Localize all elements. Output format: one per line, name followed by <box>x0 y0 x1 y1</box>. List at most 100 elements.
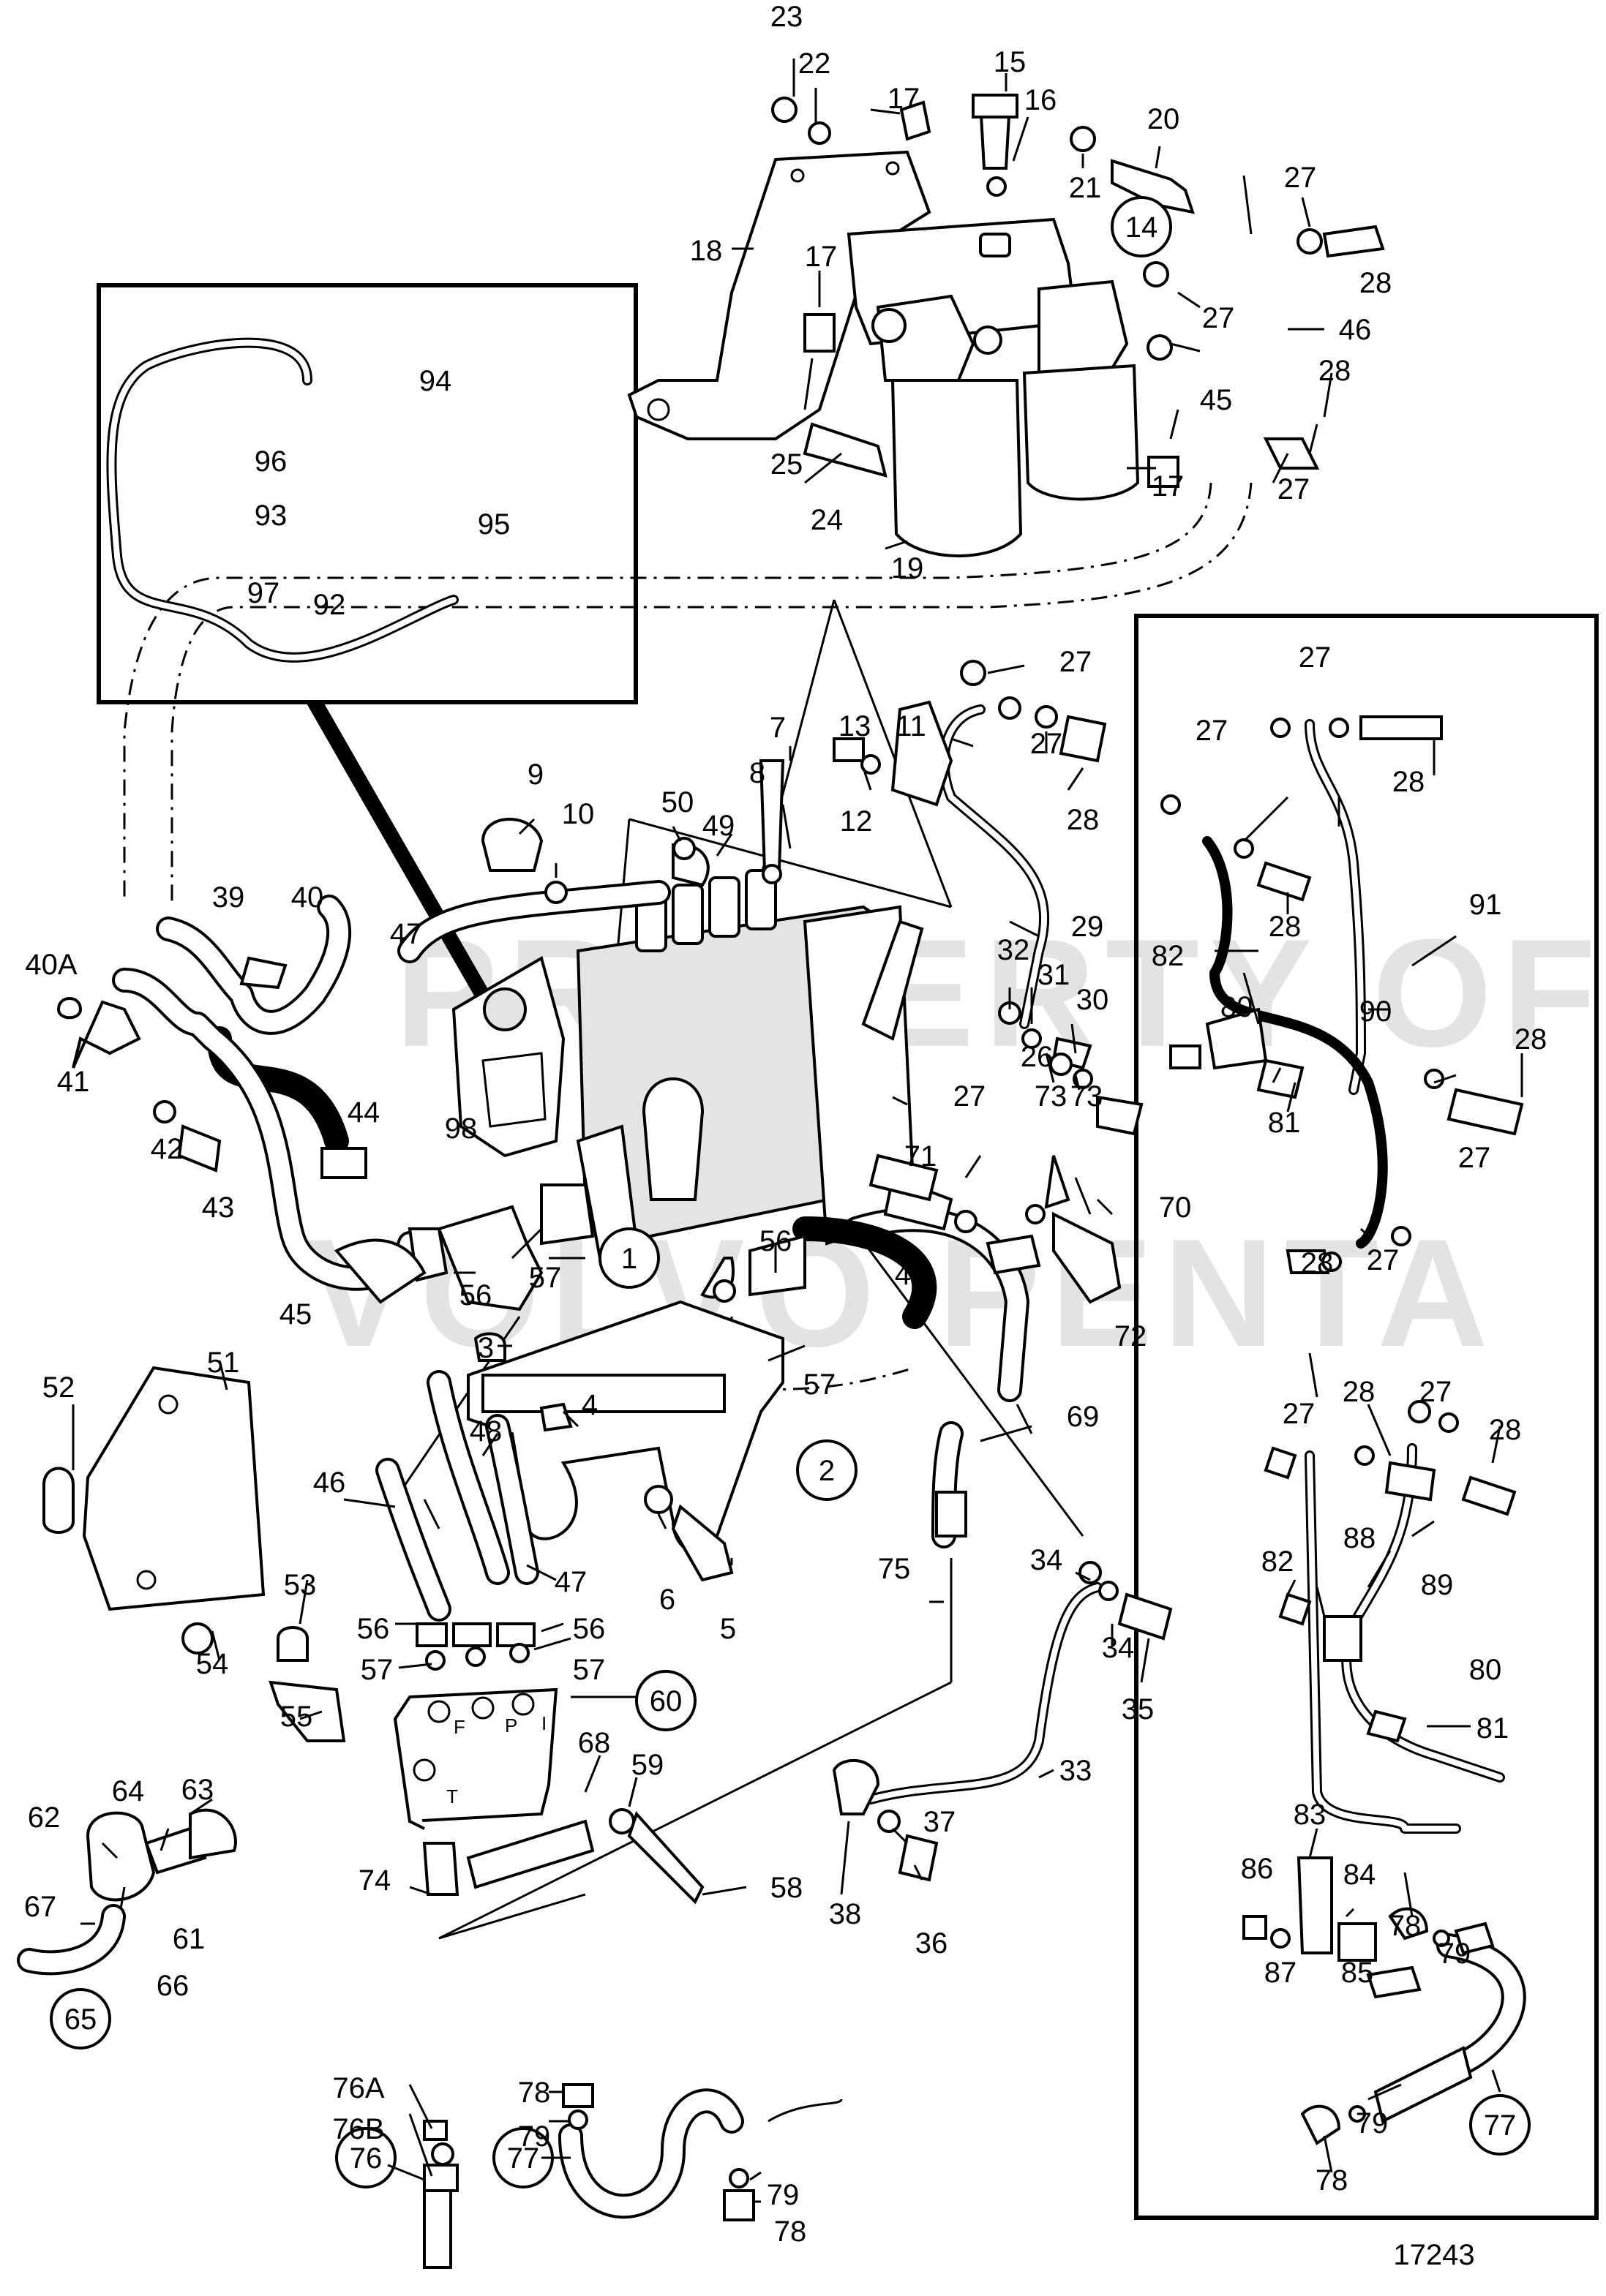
callout-50: 50 <box>661 786 694 818</box>
callout-56-block: 56 <box>357 1613 390 1645</box>
valve-block: F P I T <box>393 1687 558 1830</box>
callout-39: 39 <box>212 881 245 914</box>
callout-42: 42 <box>151 1133 184 1165</box>
leader-lines <box>72 59 1523 2203</box>
callout-34-left: 34 <box>1030 1544 1063 1576</box>
callout-75: 75 <box>878 1553 911 1585</box>
callout-59: 59 <box>631 1749 664 1781</box>
callout-66: 66 <box>157 1970 190 2002</box>
callout-27-pipe29: 27 <box>1059 646 1092 678</box>
callout-47-low: 47 <box>555 1566 588 1598</box>
callout-2: 2 <box>819 1455 835 1487</box>
callout-27-inset-88: 27 <box>1283 1398 1316 1430</box>
callout-76A: 76A <box>332 2072 384 2104</box>
callout-94: 94 <box>419 365 452 397</box>
callout-27-inset-90: 27 <box>1196 715 1228 747</box>
callout-81-top: 81 <box>1268 1107 1301 1139</box>
callout-12: 12 <box>840 805 873 838</box>
inset-box-alternative-lines <box>1134 614 1599 2220</box>
callout-38: 38 <box>829 1898 862 1930</box>
callout-37: 37 <box>923 1806 956 1838</box>
callout-circles <box>50 196 1531 2188</box>
callout-24: 24 <box>811 504 844 536</box>
callout-53: 53 <box>284 1569 317 1601</box>
callout-10: 10 <box>562 798 595 830</box>
callout-1: 1 <box>621 1243 637 1275</box>
callout-27-inset-89: 27 <box>1419 1376 1452 1408</box>
callout-57-block: 57 <box>361 1654 394 1686</box>
callout-16: 16 <box>1024 84 1057 116</box>
callout-73-right: 73 <box>1070 1080 1103 1113</box>
callout-83: 83 <box>1294 1799 1327 1831</box>
watermark-line-1: PROPERTY OF <box>395 907 1606 1079</box>
callout-90: 90 <box>1359 995 1392 1028</box>
callout-28-inset-mid: 28 <box>1301 1247 1334 1279</box>
callout-33: 33 <box>1059 1755 1092 1787</box>
callout-27-inset-top: 27 <box>1299 641 1332 674</box>
callout-67: 67 <box>24 1891 57 1923</box>
callout-57-block-right: 57 <box>573 1654 606 1686</box>
callout-89: 89 <box>1421 1569 1454 1601</box>
callout-86: 86 <box>1241 1853 1274 1885</box>
callout-49: 49 <box>702 810 735 842</box>
callout-84: 84 <box>1343 1859 1376 1891</box>
callout-27-filter-mid: 27 <box>1202 302 1235 334</box>
callout-15: 15 <box>994 46 1027 78</box>
callout-70: 70 <box>1159 1192 1192 1224</box>
callout-44: 44 <box>348 1096 380 1129</box>
callout-41: 41 <box>57 1066 90 1098</box>
callout-76B: 76B <box>332 2113 384 2145</box>
callout-60: 60 <box>650 1685 683 1717</box>
callout-28-filter-top: 28 <box>1359 267 1392 299</box>
callout-17-top: 17 <box>888 83 920 115</box>
callout-27-inset-90-right: 27 <box>1458 1142 1491 1174</box>
valve-mark-t: T <box>446 1785 458 1807</box>
callout-35: 35 <box>1122 1693 1155 1725</box>
callout-7: 7 <box>770 712 786 744</box>
callout-64: 64 <box>112 1775 145 1807</box>
callout-91: 91 <box>1469 889 1502 921</box>
callout-76: 76 <box>350 2142 383 2175</box>
callout-93: 93 <box>255 500 288 532</box>
callout-29: 29 <box>1071 911 1104 943</box>
callout-28-inset-top: 28 <box>1392 766 1425 798</box>
callout-61: 61 <box>173 1923 206 1955</box>
callout-17-left: 17 <box>805 241 838 273</box>
callout-6: 6 <box>659 1584 675 1616</box>
callout-95: 95 <box>478 508 511 541</box>
callout-36: 36 <box>915 1927 948 1960</box>
callout-40A: 40A <box>25 949 77 981</box>
callout-78-inset-bottom: 78 <box>1316 2164 1348 2197</box>
callout-57-left: 57 <box>529 1262 562 1294</box>
callout-18: 18 <box>690 235 723 267</box>
callout-56-block-right: 56 <box>573 1613 606 1645</box>
callout-27-filter-top: 27 <box>1284 162 1317 194</box>
callout-28-inset-90: 28 <box>1269 911 1302 943</box>
callout-34-right: 34 <box>1102 1632 1135 1664</box>
callout-87: 87 <box>1264 1957 1297 1989</box>
callout-46-top: 46 <box>1339 314 1372 346</box>
callout-20: 20 <box>1147 103 1180 135</box>
callout-8: 8 <box>749 757 765 789</box>
callout-68: 68 <box>578 1727 611 1759</box>
callout-71: 71 <box>904 1140 937 1173</box>
callout-19: 19 <box>891 552 924 584</box>
valve-mark-p: P <box>505 1715 517 1736</box>
callout-79-low-top: 79 <box>518 2120 551 2153</box>
callout-78-low-top: 78 <box>518 2077 551 2109</box>
figure-number: 17243 <box>1393 2239 1474 2271</box>
fuel-filter-assembly <box>847 217 1140 557</box>
pump-bracket <box>467 1300 784 1554</box>
callout-14: 14 <box>1125 211 1158 244</box>
solenoid-and-cable <box>17 1811 207 1976</box>
callout-92: 92 <box>313 589 346 621</box>
callout-56-left: 56 <box>459 1279 492 1311</box>
callout-51: 51 <box>207 1347 240 1379</box>
callout-78-low-bottom: 78 <box>774 2216 807 2248</box>
callout-28-inset-90-right: 28 <box>1515 1023 1547 1055</box>
callout-31: 31 <box>1037 959 1070 991</box>
hardware <box>42 94 1524 2221</box>
callout-79-low-bottom: 79 <box>767 2179 800 2211</box>
